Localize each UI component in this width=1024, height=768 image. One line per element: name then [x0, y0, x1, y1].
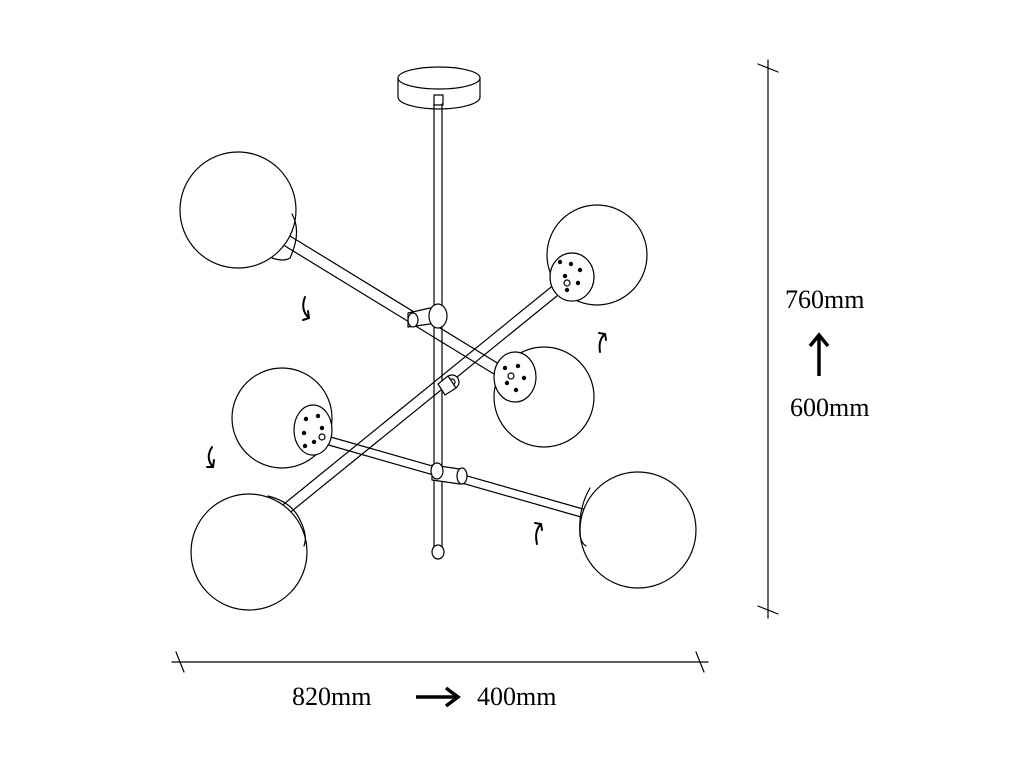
height-min-label: 600mm	[790, 393, 870, 422]
width-max-label: 400mm	[477, 682, 557, 711]
joint-lower	[430, 462, 468, 485]
globe-mid-right	[493, 346, 595, 448]
globe-mid-left	[231, 367, 333, 469]
height-max-label: 760mm	[785, 285, 865, 314]
joint-middle	[437, 374, 460, 396]
rotate-arrow-icon	[598, 332, 607, 353]
rotate-arrow-icon	[206, 446, 215, 468]
height-dimension-line	[757, 59, 779, 619]
rotate-arrow-icon	[534, 522, 543, 545]
arrow-icon	[416, 686, 461, 708]
central-rod	[431, 103, 445, 560]
globe-bottom-left	[190, 493, 308, 611]
rotate-arrow-icon	[302, 296, 310, 321]
joint-upper	[407, 303, 448, 329]
globe-top-left	[179, 151, 298, 269]
arrow-icon	[808, 332, 830, 376]
ceiling-canopy	[397, 66, 481, 110]
globe-bottom-right	[579, 471, 697, 589]
width-dimension-line	[171, 651, 709, 673]
arm-lower-left-to-upper-right	[278, 278, 569, 516]
width-min-label: 820mm	[292, 682, 372, 711]
globe-upper-right	[546, 204, 648, 306]
